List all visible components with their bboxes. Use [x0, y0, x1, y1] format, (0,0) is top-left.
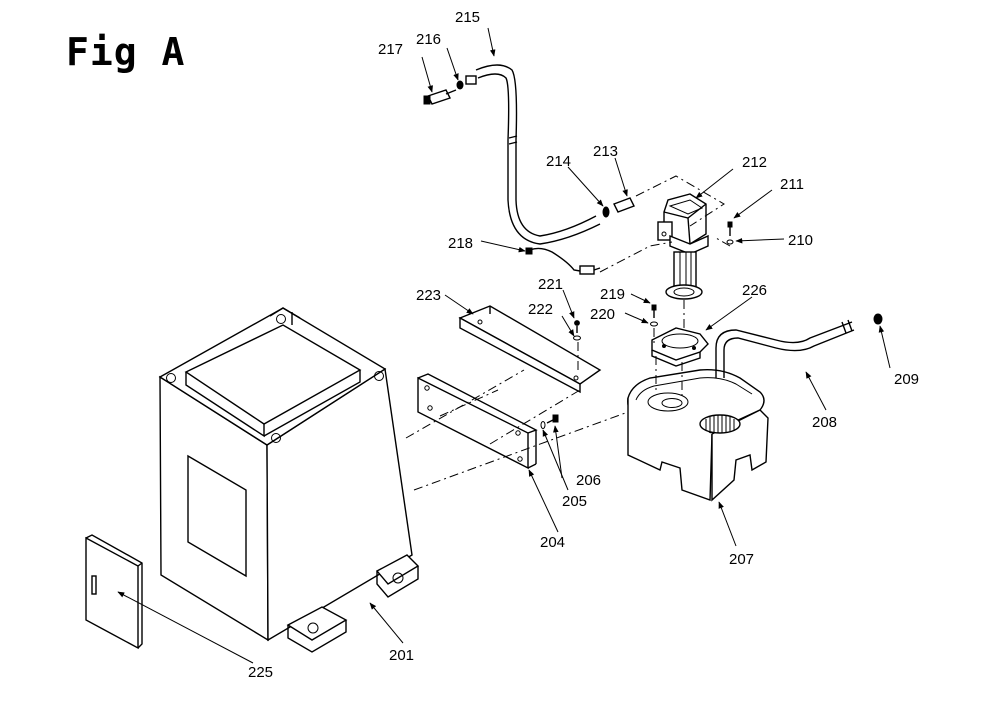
- callout-223: 223: [416, 287, 441, 304]
- callout-218: 218: [448, 235, 473, 252]
- callout-208: 208: [812, 414, 837, 431]
- callout-222: 222: [528, 301, 553, 318]
- callout-213: 213: [593, 143, 618, 160]
- cabinet-door: [85, 534, 143, 650]
- power-cord: [525, 247, 601, 275]
- leader-lines: [117, 27, 891, 664]
- pump-mount-plate: [651, 327, 709, 367]
- callout-226: 226: [742, 282, 767, 299]
- hose-fittings: [423, 75, 635, 218]
- callout-207: 207: [729, 551, 754, 568]
- cabinet-stand: [158, 307, 420, 653]
- callout-211: 211: [780, 176, 804, 193]
- callout-labels: 215 216 217 213 214 212 211 210 218 221 …: [248, 9, 919, 681]
- callout-212: 212: [742, 154, 767, 171]
- callout-216: 216: [416, 31, 441, 48]
- screws-and-washers: [540, 320, 581, 429]
- callout-221: 221: [538, 276, 563, 293]
- callout-201: 201: [389, 647, 414, 664]
- coolant-hose: [475, 64, 601, 245]
- coolant-pump: [657, 193, 709, 300]
- mounting-bracket: [417, 373, 538, 470]
- pump-screw: [726, 221, 734, 245]
- callout-214: 214: [546, 153, 571, 170]
- plate-screw: [650, 304, 658, 327]
- callout-210: 210: [788, 232, 813, 249]
- callout-225: 225: [248, 664, 273, 681]
- coolant-tank: [627, 368, 769, 502]
- callout-204: 204: [540, 534, 565, 551]
- callout-217: 217: [378, 41, 403, 58]
- callout-219: 219: [600, 286, 625, 303]
- pipe-end-fitting: [873, 313, 883, 325]
- callout-215: 215: [455, 9, 480, 26]
- callout-209: 209: [894, 371, 919, 388]
- tray-cover: [458, 305, 602, 394]
- return-pipe: [715, 319, 855, 378]
- figure-title: Fig A: [66, 30, 186, 74]
- callout-220: 220: [590, 306, 615, 323]
- callout-205: 205: [562, 493, 587, 510]
- callout-206: 206: [576, 472, 601, 489]
- assembly-lines: [405, 175, 731, 491]
